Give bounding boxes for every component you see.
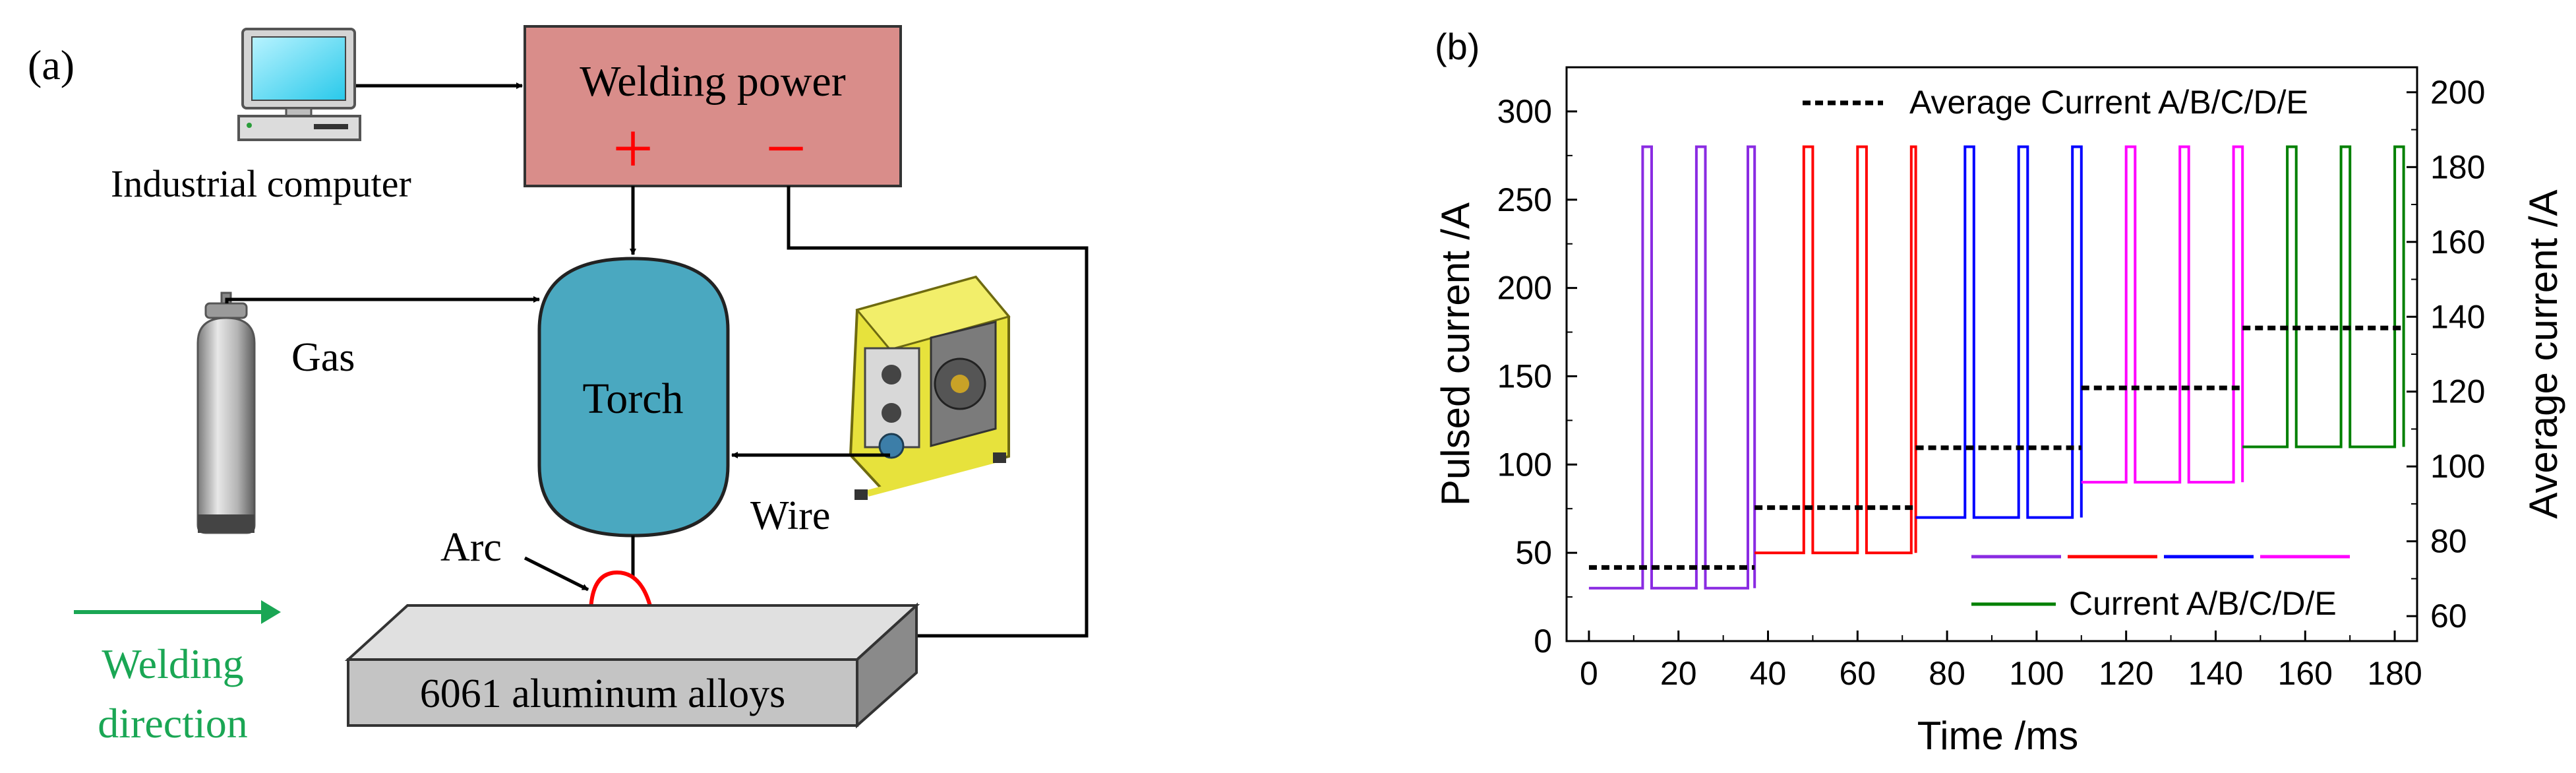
y-right-tick-label: 140 xyxy=(2430,298,2485,335)
workpiece-block xyxy=(344,602,920,729)
torch-label: Torch xyxy=(583,375,684,423)
panel-a: (a) Industrial computer Welding power + … xyxy=(28,25,1089,747)
series-current-e-line xyxy=(2242,145,2405,448)
y-right-tick-label: 60 xyxy=(2430,598,2467,634)
gas-cylinder-icon xyxy=(196,292,256,534)
legend-average: Average Current A/B/C/D/E xyxy=(1803,84,2308,121)
torch-body xyxy=(537,257,730,538)
y-right-tick-label: 160 xyxy=(2430,224,2485,261)
x-tick-label: 20 xyxy=(1660,655,1697,692)
x-tick-label: 120 xyxy=(2099,655,2153,692)
x-tick-label: 80 xyxy=(1929,655,1965,692)
positive-terminal-sign: + xyxy=(613,108,653,189)
panel-a-label: (a) xyxy=(28,42,75,88)
legend-current: Current A/B/C/D/E xyxy=(1971,555,2350,622)
y-left-tick-label: 0 xyxy=(1534,623,1552,660)
computer-label: Industrial computer xyxy=(111,162,411,205)
gas-label: Gas xyxy=(291,335,355,380)
y-right-tick-label: 200 xyxy=(2430,74,2485,111)
y-left-tick-label: 150 xyxy=(1497,357,1552,394)
y-left-tick-label: 50 xyxy=(1515,534,1552,571)
series-current-d-line xyxy=(2081,145,2244,484)
series-current-a-line xyxy=(1588,145,1756,590)
x-tick-label: 0 xyxy=(1580,655,1598,692)
welding-direction-arrowhead xyxy=(261,600,281,624)
welding-power-box xyxy=(524,25,902,187)
y-axis-right-title: Average current /A xyxy=(2521,189,2565,518)
ground-cable xyxy=(787,186,1089,638)
x-tick-label: 140 xyxy=(2188,655,2243,692)
x-tick-label: 40 xyxy=(1750,655,1787,692)
y-left-tick-label: 100 xyxy=(1497,446,1552,483)
x-tick-label: 100 xyxy=(2009,655,2064,692)
y-right-tick-label: 120 xyxy=(2430,373,2485,410)
x-tick-label: 180 xyxy=(2367,655,2422,692)
x-tick-label: 160 xyxy=(2278,655,2333,692)
chart-series-group xyxy=(1588,145,2405,590)
y-axis-left-title: Pulsed current /A xyxy=(1433,202,1478,506)
welding-power-label: Welding power xyxy=(580,57,845,106)
welding-arc xyxy=(589,570,653,611)
y-right-tick-label: 180 xyxy=(2430,148,2485,185)
desktop-computer-icon xyxy=(237,28,361,141)
y-left-tick-label: 300 xyxy=(1497,93,1552,130)
wire-label: Wire xyxy=(750,493,830,538)
legend-current-label: Current A/B/C/D/E xyxy=(2069,585,2337,622)
direction-label-line1: Welding xyxy=(102,640,243,687)
series-current-b-line xyxy=(1754,145,1917,555)
y-left-tick-label: 250 xyxy=(1497,181,1552,218)
panel-b: (b) 0 20 40 60 80 100 120 140 160 180 0 50 100 150 200… xyxy=(1433,26,2565,758)
workpiece-label: 6061 aluminum alloys xyxy=(420,671,786,716)
x-axis-title: Time /ms xyxy=(1917,714,2078,758)
arc-pointer-arrow xyxy=(524,556,589,592)
direction-label-line2: direction xyxy=(98,700,247,747)
wire-feeder-icon xyxy=(849,275,1011,500)
panel-b-label: (b) xyxy=(1435,26,1480,67)
gas-line-arrow xyxy=(225,296,540,303)
legend-average-label: Average Current A/B/C/D/E xyxy=(1909,84,2308,121)
series-current-c-line xyxy=(1915,145,2083,519)
chart-axes-group: 0 20 40 60 80 100 120 140 160 180 0 50 100 150 200 250 3… xyxy=(1497,74,2486,692)
x-tick-label: 60 xyxy=(1840,655,1876,692)
arc-label: Arc xyxy=(440,525,502,570)
y-right-tick-label: 100 xyxy=(2430,448,2485,485)
y-left-tick-label: 200 xyxy=(1497,270,1552,307)
y-right-tick-label: 80 xyxy=(2430,523,2467,560)
chart-average-group xyxy=(1588,325,2404,570)
negative-terminal-sign: − xyxy=(765,108,806,189)
